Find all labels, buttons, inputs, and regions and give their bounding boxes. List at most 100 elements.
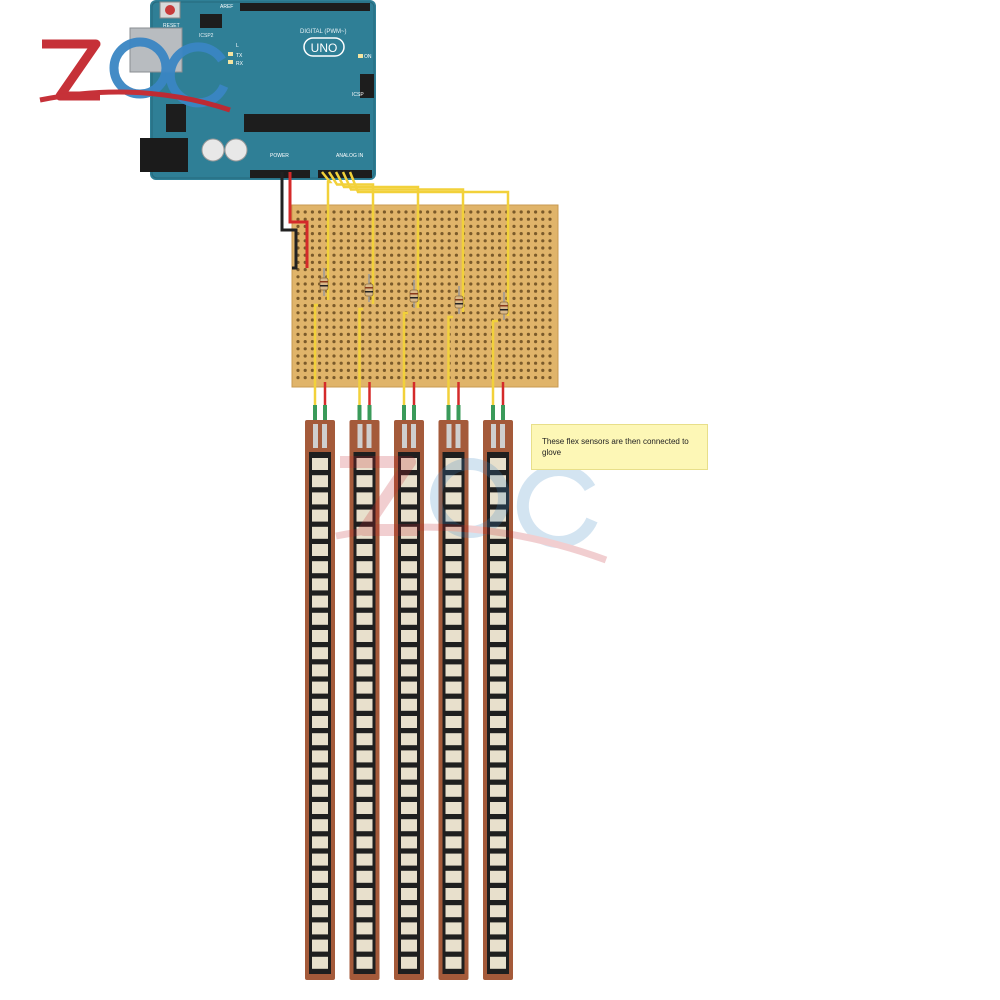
sensor-pad bbox=[312, 870, 328, 883]
perfboard-hole bbox=[440, 246, 444, 250]
sensor-pad bbox=[490, 939, 506, 952]
digital-header bbox=[240, 3, 370, 11]
perfboard-hole bbox=[354, 268, 358, 272]
perfboard-hole bbox=[390, 296, 394, 300]
perfboard-hole bbox=[397, 311, 401, 315]
perfboard-hole bbox=[505, 376, 509, 380]
perfboard-hole bbox=[469, 318, 473, 322]
sensor-pad bbox=[312, 681, 328, 694]
perfboard-hole bbox=[469, 347, 473, 351]
perfboard-hole bbox=[476, 275, 480, 279]
perfboard-hole bbox=[411, 253, 415, 257]
perfboard-hole bbox=[411, 347, 415, 351]
perfboard-hole bbox=[390, 217, 394, 221]
perfboard-hole bbox=[490, 260, 494, 264]
perfboard-hole bbox=[426, 289, 430, 293]
perfboard-hole bbox=[390, 232, 394, 236]
perfboard-hole bbox=[411, 260, 415, 264]
perfboard-hole bbox=[382, 296, 386, 300]
reset-button bbox=[165, 5, 175, 15]
perfboard-hole bbox=[332, 361, 336, 365]
perfboard-hole bbox=[462, 354, 466, 358]
perfboard-hole bbox=[318, 368, 322, 372]
perfboard-hole bbox=[541, 239, 545, 243]
perfboard-hole bbox=[541, 260, 545, 264]
perfboard-hole bbox=[541, 376, 545, 380]
perfboard-hole bbox=[512, 260, 516, 264]
perfboard-hole bbox=[296, 368, 300, 372]
perfboard-hole bbox=[526, 376, 531, 380]
perfboard-hole bbox=[318, 296, 322, 300]
perfboard-hole bbox=[512, 347, 516, 351]
sensor-pad bbox=[401, 905, 417, 918]
perfboard-hole bbox=[447, 246, 451, 250]
perfboard-hole bbox=[346, 361, 350, 365]
sensor-pad bbox=[401, 475, 417, 488]
perfboard-hole bbox=[541, 268, 545, 272]
perfboard-hole bbox=[397, 239, 401, 243]
sensor-pad bbox=[401, 647, 417, 660]
perfboard-hole bbox=[469, 289, 473, 293]
perfboard-hole bbox=[534, 253, 538, 257]
perfboard-hole bbox=[368, 318, 372, 322]
sensor-pad bbox=[490, 458, 506, 470]
perfboard-hole bbox=[512, 232, 516, 236]
perfboard-hole bbox=[404, 232, 408, 236]
perfboard-hole bbox=[325, 304, 329, 308]
perfboard-hole bbox=[541, 354, 545, 358]
perfboard-hole bbox=[498, 340, 502, 344]
perfboard-hole bbox=[512, 304, 516, 308]
sensor-pin bbox=[501, 405, 505, 421]
perfboard-hole bbox=[548, 268, 552, 272]
power-header bbox=[250, 170, 310, 178]
perfboard-hole bbox=[404, 210, 408, 214]
perfboard-hole bbox=[426, 296, 430, 300]
perfboard-hole bbox=[526, 368, 531, 372]
sensor-pad bbox=[445, 939, 462, 952]
sensor-pin bbox=[313, 405, 317, 421]
perfboard-hole bbox=[303, 318, 307, 322]
perfboard-hole bbox=[526, 210, 531, 214]
perfboard-hole bbox=[382, 275, 386, 279]
perfboard-hole bbox=[534, 210, 538, 214]
perfboard-hole bbox=[296, 210, 300, 214]
perfboard-hole bbox=[418, 347, 422, 351]
perfboard-hole bbox=[548, 340, 552, 344]
perfboard-hole bbox=[483, 253, 487, 257]
perfboard-hole bbox=[505, 340, 509, 344]
perfboard-hole bbox=[505, 318, 509, 322]
sensor-signal-wire bbox=[313, 303, 318, 405]
perfboard-hole bbox=[433, 282, 437, 286]
perfboard-hole bbox=[318, 289, 322, 293]
perfboard-hole bbox=[332, 253, 336, 257]
resistor-band bbox=[500, 305, 508, 307]
perfboard-hole bbox=[483, 268, 487, 272]
perfboard-hole bbox=[404, 289, 408, 293]
perfboard-hole bbox=[375, 318, 379, 322]
perfboard-hole bbox=[498, 275, 502, 279]
analog-wire bbox=[348, 171, 510, 316]
sensor-pad bbox=[356, 802, 373, 814]
resistor bbox=[454, 295, 464, 309]
perfboard-hole bbox=[454, 224, 458, 228]
sensor-pad bbox=[312, 475, 328, 488]
perfboard-hole bbox=[318, 217, 322, 221]
sensor-pad bbox=[490, 475, 506, 488]
perfboard-hole bbox=[375, 340, 379, 344]
perfboard-hole bbox=[483, 304, 487, 308]
perfboard-hole bbox=[426, 210, 430, 214]
perfboard-hole bbox=[361, 253, 365, 257]
perfboard-hole bbox=[440, 253, 444, 257]
sensor-pad bbox=[312, 509, 328, 522]
perfboard-hole bbox=[433, 325, 437, 329]
sensor-pad bbox=[356, 612, 373, 625]
perfboard-hole bbox=[303, 289, 307, 293]
perfboard-hole bbox=[541, 232, 545, 236]
watermark-logo-center bbox=[335, 456, 608, 564]
icsp2-header bbox=[200, 14, 222, 28]
resistor-band bbox=[320, 285, 328, 287]
perfboard-hole bbox=[375, 289, 379, 293]
perfboard-hole bbox=[382, 325, 386, 329]
sensor-pad bbox=[401, 802, 417, 814]
